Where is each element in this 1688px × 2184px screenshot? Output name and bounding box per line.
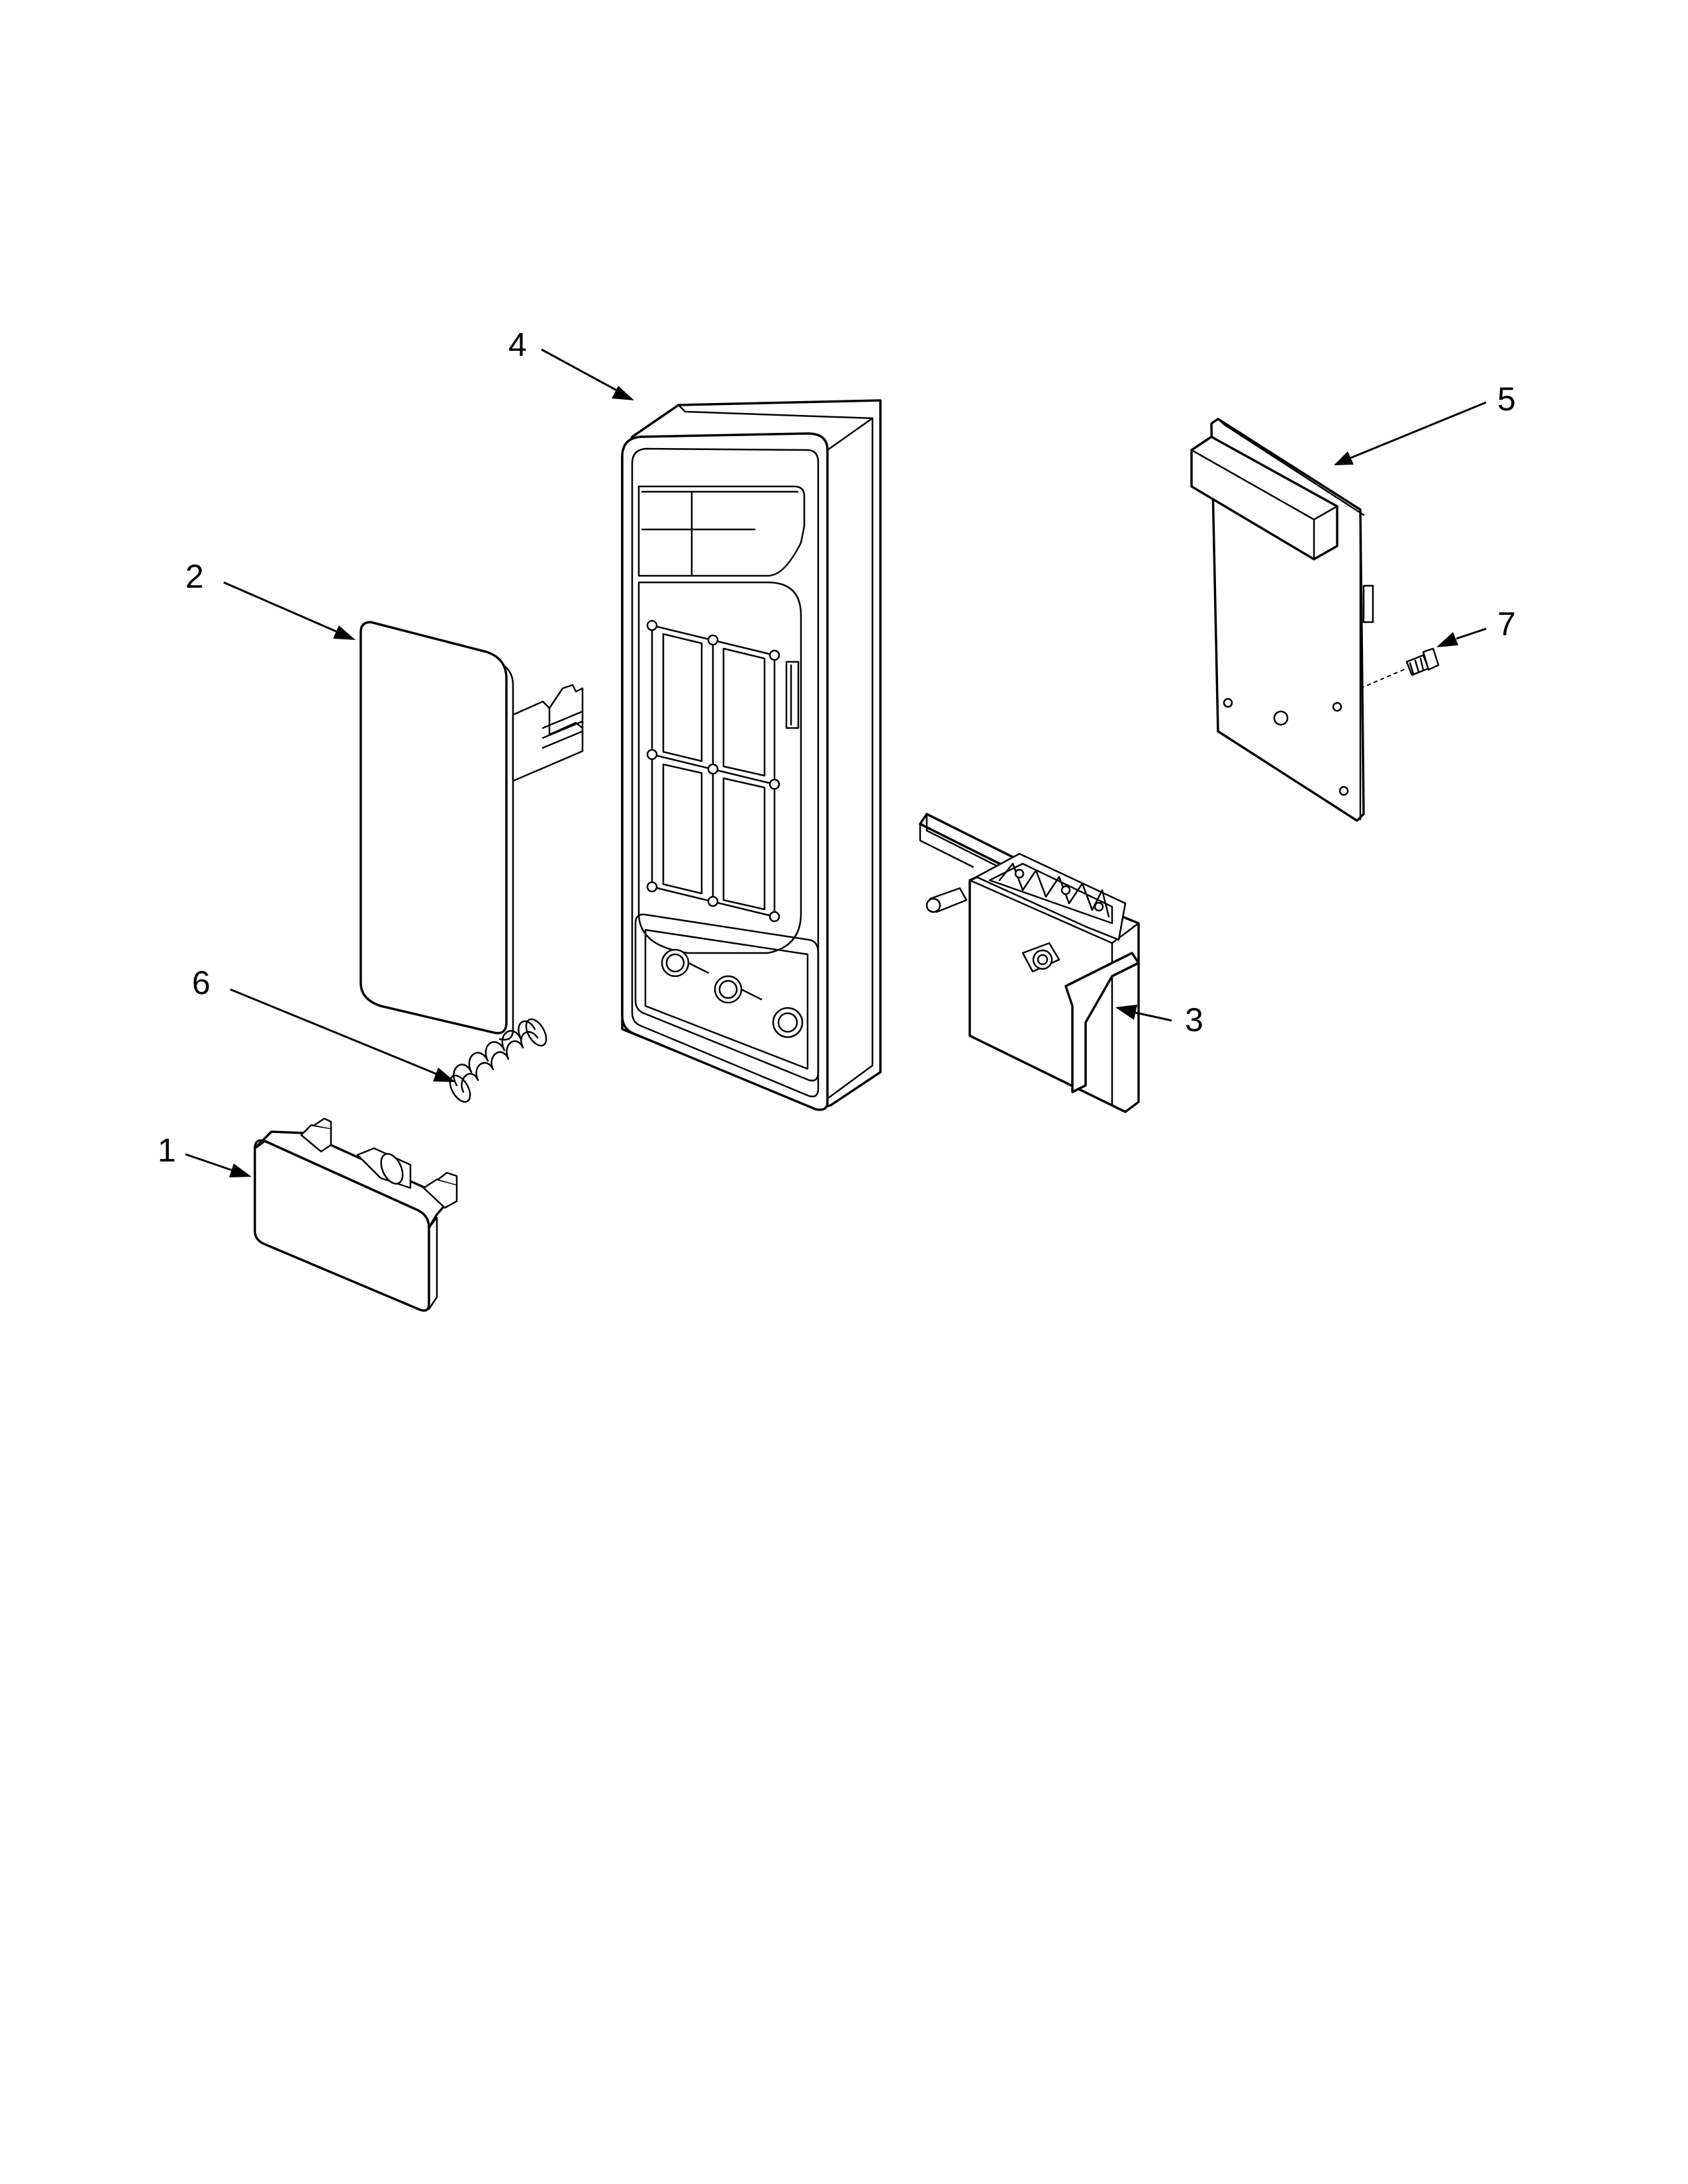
leader-7: [1456, 627, 1487, 640]
callout-5-label: 5: [1497, 381, 1516, 418]
leader-4: [541, 348, 618, 392]
leader-2: [223, 581, 338, 633]
arrowhead-1: [229, 1163, 252, 1177]
arrowhead-4: [612, 386, 634, 400]
arrowhead-7: [1436, 632, 1458, 647]
part-3-latch-assembly: [919, 813, 1140, 1113]
arrowhead-5: [1334, 451, 1354, 465]
callout-2-label: 2: [185, 558, 204, 595]
callout-7-label: 7: [1497, 606, 1516, 643]
arrowhead-3: [1115, 1005, 1137, 1020]
leader-1: [185, 1153, 232, 1171]
callout-6-label: 6: [192, 964, 211, 1001]
part-4-control-panel: [621, 399, 882, 1111]
leader-5: [1350, 401, 1487, 459]
part-7-screw: [1360, 647, 1440, 689]
part-2-membrane-keypad: [359, 621, 584, 1041]
part-1-push-button: [254, 1117, 458, 1312]
arrowhead-2: [333, 625, 355, 640]
part-5-circuit-board: [1190, 418, 1374, 822]
callout-4-label: 4: [508, 326, 527, 363]
callout-3-label: 3: [1185, 1001, 1203, 1038]
callout-1-label: 1: [158, 1132, 176, 1169]
leader-3: [1135, 1011, 1172, 1022]
arrowhead-6: [433, 1068, 455, 1082]
leader-6: [230, 988, 438, 1075]
callouts: 4 5 2 7 6 3 1: [158, 326, 1516, 1177]
part-6-spring: [449, 1018, 547, 1103]
